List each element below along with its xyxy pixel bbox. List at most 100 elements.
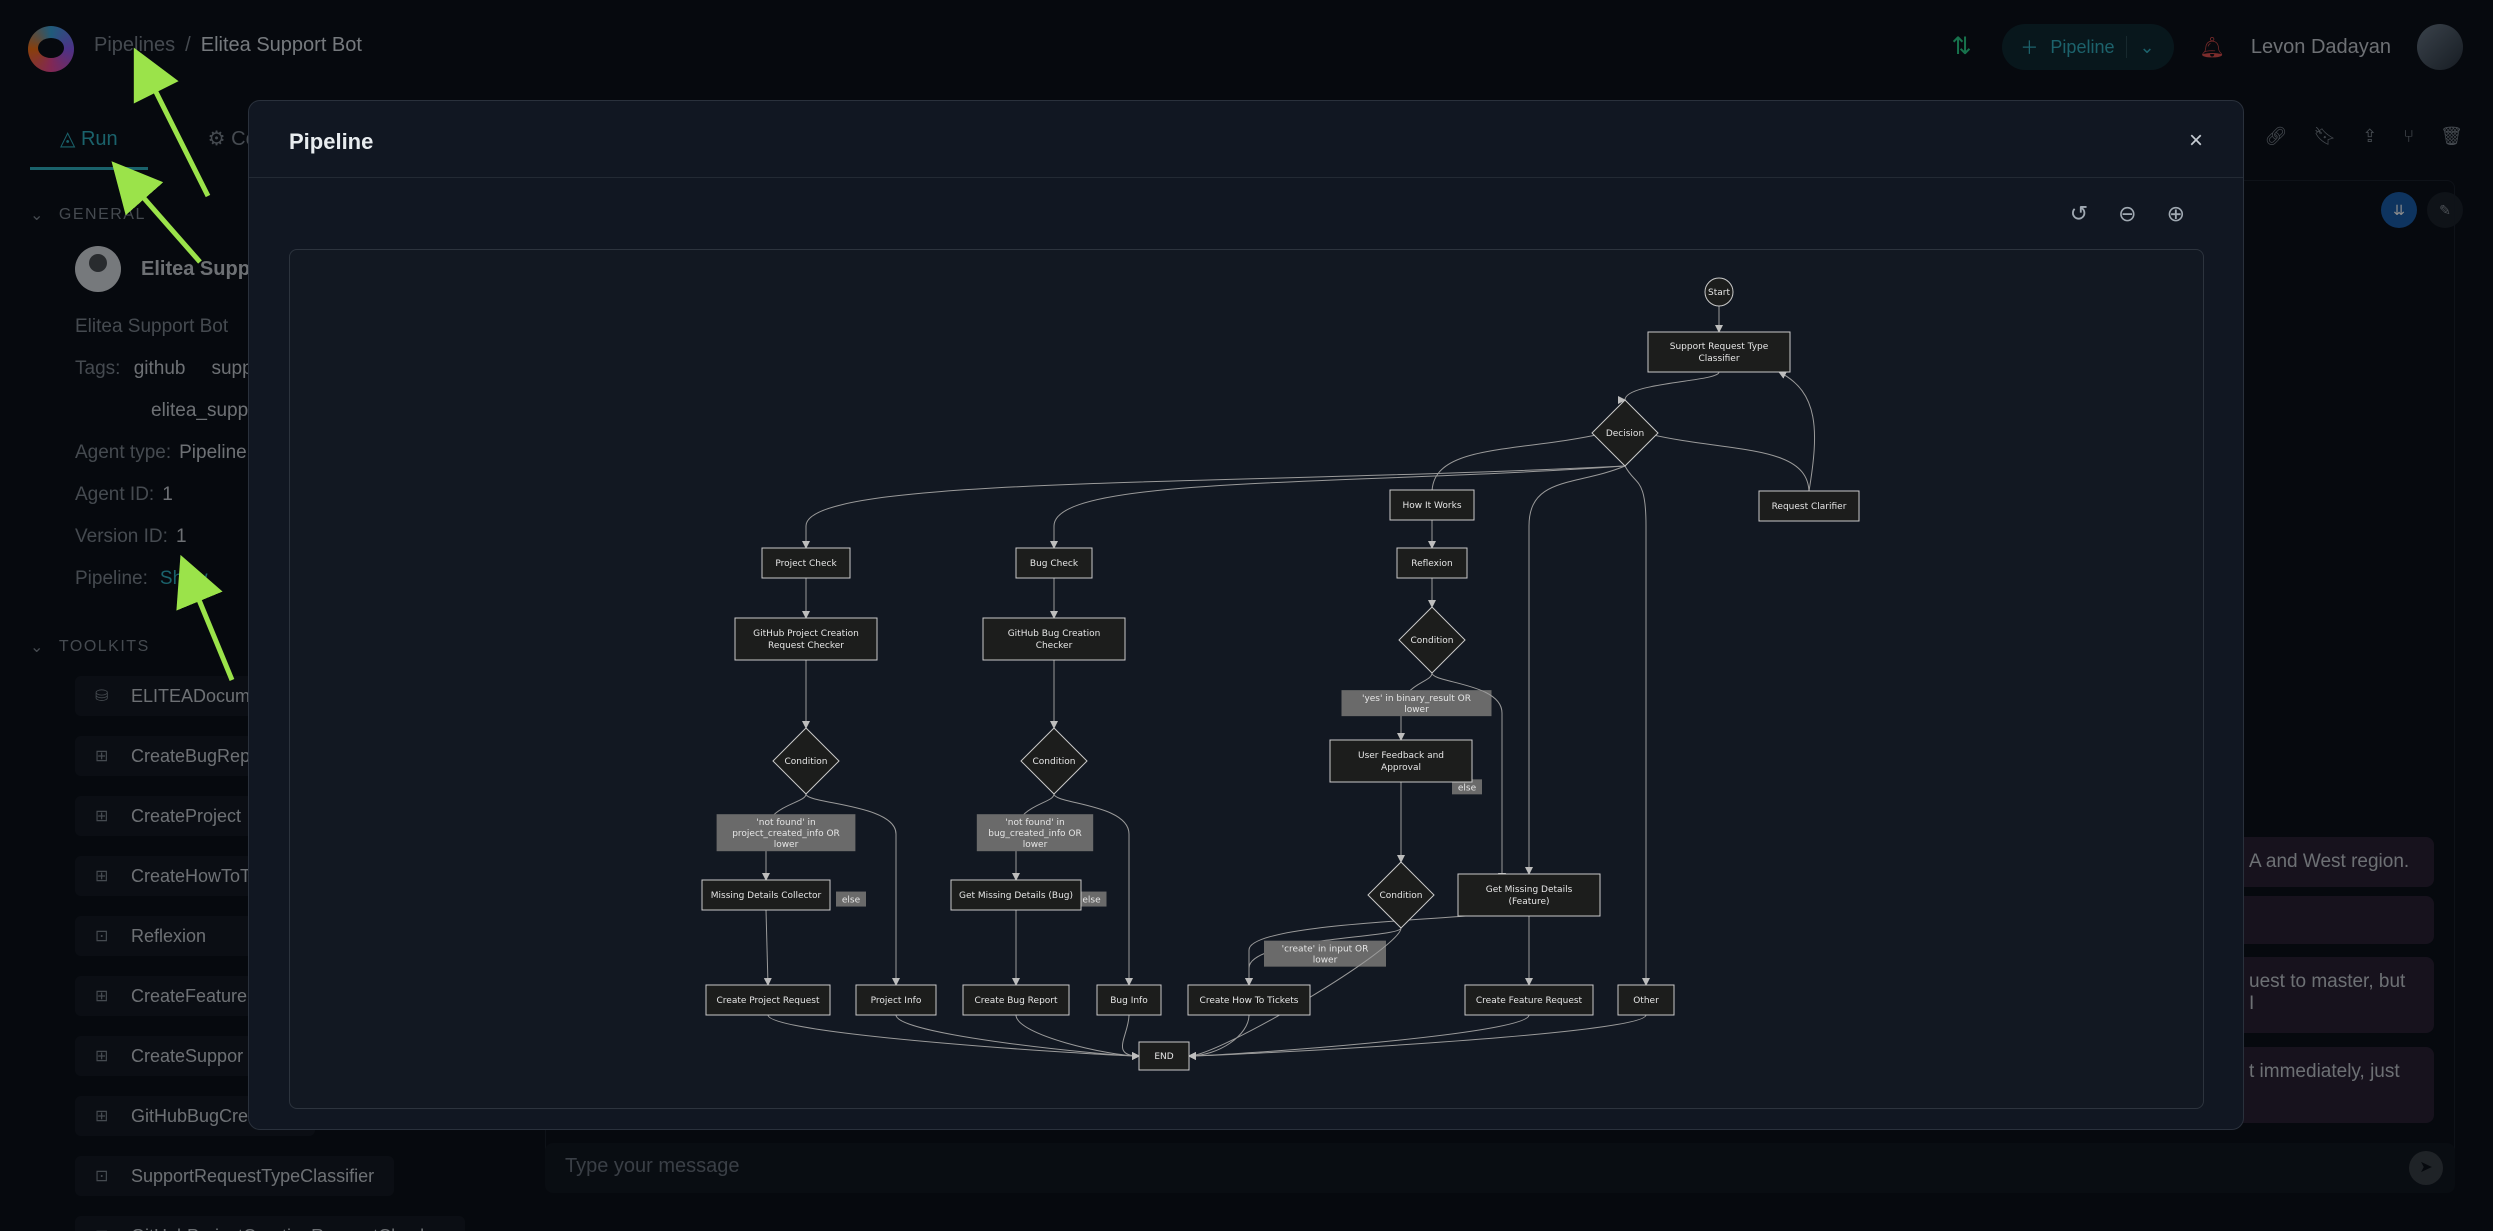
graph-node-label: (Feature) <box>1508 897 1549 907</box>
collapse-icon[interactable]: ⇊ <box>2381 192 2417 228</box>
graph-node-buginfo[interactable] <box>1096 984 1162 1016</box>
graph-node-reflexion[interactable] <box>1396 547 1468 579</box>
breadcrumb-separator: / <box>185 34 191 56</box>
zoom-out-icon[interactable]: ⊖ <box>2118 201 2137 226</box>
message-input[interactable]: Type your message <box>545 1143 2455 1193</box>
graph-edge <box>1431 672 1506 881</box>
graph-edge <box>1621 371 1720 401</box>
chat-message: A and West region. <box>2229 837 2434 887</box>
edge-label-box <box>1076 891 1107 907</box>
graph-node-getfeature[interactable] <box>1457 873 1601 917</box>
clean-icon[interactable]: ✎ <box>2427 192 2463 228</box>
send-icon[interactable]: ➤ <box>2409 1151 2443 1185</box>
toolkit-item[interactable]: ⊡SupportRequestTypeClassifier <box>75 1156 395 1196</box>
top-right-controls: ⇅ ＋ Pipeline ⌄ 🔔︎ Levon Dadayan <box>1951 24 2463 70</box>
graph-node-ghbug[interactable] <box>982 617 1126 661</box>
tab-run[interactable]: ◬ Run <box>30 118 148 170</box>
graph-node-start[interactable] <box>1704 277 1734 307</box>
chat-message: t immediately, just <box>2229 1047 2434 1123</box>
grid-icon: ⊞ <box>95 868 109 885</box>
avatar[interactable] <box>2417 24 2463 70</box>
chevron-down-icon[interactable]: ⌄ <box>2139 36 2155 57</box>
graph-node-label: Condition <box>1380 891 1423 901</box>
graph-node-classifier[interactable] <box>1647 331 1791 373</box>
reset-icon[interactable]: ↺ <box>2069 201 2089 226</box>
graph-node-decision[interactable] <box>1591 399 1659 467</box>
tag-chip: elitea_suppor <box>151 400 266 421</box>
graph-edge <box>1188 1014 1250 1060</box>
graph-node-clarifier[interactable] <box>1758 490 1860 522</box>
edge-label: project_created_info OR <box>732 829 840 839</box>
agent-type-label: Agent type: <box>75 442 172 463</box>
button-divider <box>2126 36 2128 58</box>
tags-label: Tags: <box>75 358 121 379</box>
graph-node-label: Request Checker <box>768 641 844 651</box>
fork-icon[interactable]: ⑂ <box>2403 126 2415 146</box>
graph-edge <box>1015 1014 1140 1060</box>
graph-node-end[interactable] <box>1138 1041 1190 1071</box>
graph-node-howitworks[interactable] <box>1389 489 1475 521</box>
version-id-row: Version ID:1 <box>75 516 490 558</box>
tags-row-2: elitea_suppor <box>151 390 490 432</box>
agent-type-value: Pipeline <box>179 442 247 463</box>
edge-label-box <box>836 891 866 907</box>
graph-node-cond4[interactable] <box>1367 861 1435 929</box>
graph-node-cond2[interactable] <box>1020 727 1088 795</box>
graph-node-label: Reflexion <box>1411 559 1452 569</box>
terminal-icon: ⊡ <box>95 928 109 945</box>
export-icon[interactable]: ⇪ <box>2362 126 2378 146</box>
graph-node-label: Classifier <box>1698 354 1739 364</box>
graph-node-label: Create Bug Report <box>974 996 1058 1006</box>
chevron-down-icon: ⌄ <box>30 639 45 656</box>
new-pipeline-button[interactable]: ＋ Pipeline ⌄ <box>2001 24 2174 70</box>
graph-node-getbug[interactable] <box>950 879 1082 911</box>
zoom-in-icon[interactable]: ⊕ <box>2166 201 2185 226</box>
graph-node-label: Other <box>1633 996 1659 1006</box>
graph-node-other[interactable] <box>1617 984 1675 1016</box>
trash-icon[interactable]: 🗑︎ <box>2440 126 2463 146</box>
graph-node-createfeature[interactable] <box>1464 984 1594 1016</box>
graph-node-label: Project Info <box>871 996 922 1006</box>
graph-node-label: Condition <box>1411 636 1454 646</box>
graph-node-ghproj[interactable] <box>734 617 878 661</box>
toolkit-item-label: SupportRequestTypeClassifier <box>131 1165 375 1186</box>
graph-node-label: Request Clarifier <box>1772 502 1847 512</box>
toolkits-section-header[interactable]: ⌄ TOOLKITS <box>30 632 490 662</box>
rocket-icon: ◬ <box>60 128 81 150</box>
edge-label-box <box>1264 940 1386 967</box>
graph-node-createproj[interactable] <box>705 984 831 1016</box>
graph-node-projcheck[interactable] <box>761 547 851 579</box>
plus-icon: ＋ <box>2020 38 2039 58</box>
link-icon[interactable]: 🔗︎ <box>2264 126 2288 146</box>
agent-id-row: Agent ID:1 <box>75 474 490 516</box>
database-icon: ⛁ <box>95 688 109 705</box>
graph-node-label: Approval <box>1381 763 1421 773</box>
graph-node-projinfo[interactable] <box>855 984 937 1016</box>
bell-icon[interactable]: 🔔︎ <box>2199 36 2225 59</box>
agent-avatar <box>75 246 121 292</box>
graph-node-cond3[interactable] <box>1398 606 1466 674</box>
swap-icon[interactable]: ⇅ <box>1951 33 1972 60</box>
graph-node-createhowto[interactable] <box>1187 984 1311 1016</box>
graph-node-cond1[interactable] <box>772 727 840 795</box>
graph-node-missing[interactable] <box>701 879 831 911</box>
graph-node-createbug[interactable] <box>962 984 1070 1016</box>
graph-node-label: User Feedback and <box>1358 751 1444 761</box>
graph-node-label: Checker <box>1036 641 1073 651</box>
pipeline-label: Pipeline: <box>75 568 148 589</box>
graph-node-bugcheck[interactable] <box>1015 547 1093 579</box>
bookmark-icon[interactable]: 🔖︎ <box>2313 126 2337 146</box>
app-logo[interactable] <box>28 26 74 72</box>
graph-node-feedback[interactable] <box>1329 739 1473 783</box>
graph-edge <box>802 465 1626 549</box>
version-id-value: 1 <box>175 526 187 547</box>
user-name[interactable]: Levon Dadayan <box>2250 35 2391 58</box>
left-panel: ⌄ GENERAL Elitea Suppo Elitea Support Bo… <box>30 200 490 1231</box>
edge-label: 'yes' in binary_result OR <box>1362 694 1471 704</box>
close-icon[interactable]: × <box>2188 127 2203 154</box>
toolkit-item-label: Reflexion <box>131 925 207 946</box>
zoom-toolbar: ↺ ⊖ ⊕ <box>2070 201 2185 227</box>
